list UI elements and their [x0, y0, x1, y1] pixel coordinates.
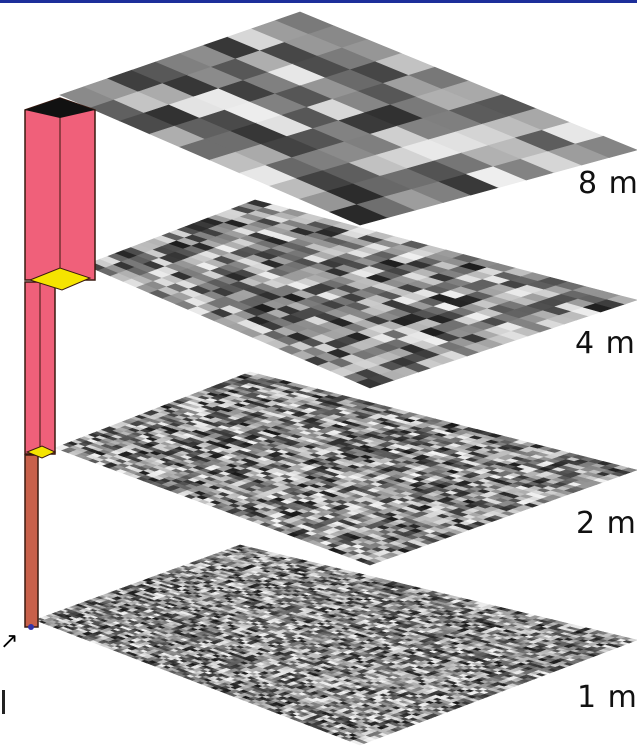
- raster-layer-4m: [84, 199, 637, 389]
- layer-label-1m: 1 m: [577, 680, 637, 715]
- column-segment-1m: [24, 454, 39, 628]
- highlight-4m: [28, 267, 92, 291]
- layer-label-4m: 4 m: [575, 326, 636, 361]
- layer-label-8m: 8 m: [578, 166, 637, 201]
- highlight-2m: [25, 445, 57, 459]
- raster-layer-1m: [34, 544, 637, 746]
- header-bar: [0, 0, 637, 3]
- arrow-icon: ↗: [0, 628, 19, 653]
- column-base-point: [28, 624, 34, 630]
- raster-layer-8m: [59, 11, 637, 226]
- axis-tick: [2, 690, 5, 714]
- resolution-column: [24, 97, 96, 630]
- raster-layer-2m: [54, 371, 637, 566]
- column-top-cap: [25, 98, 95, 118]
- layer-label-2m: 2 m: [576, 506, 637, 541]
